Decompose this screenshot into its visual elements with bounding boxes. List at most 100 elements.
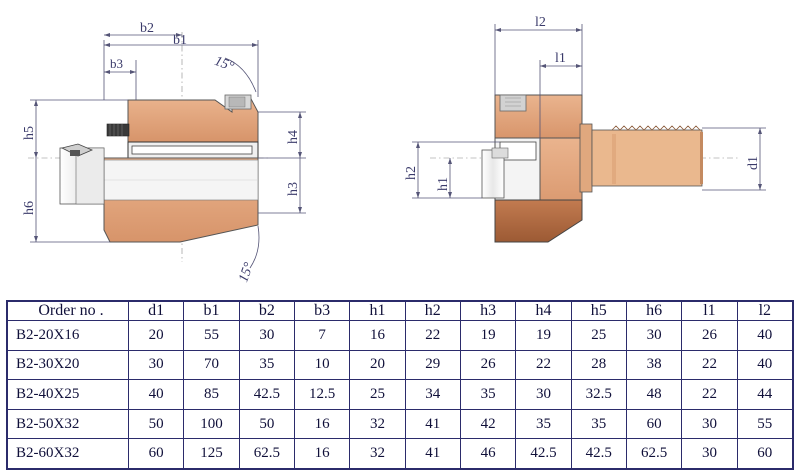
table-cell: 100 [183,408,240,440]
label-h1: h1 [436,177,451,191]
table-cell: 20 [127,320,185,351]
table-cell: 7 [293,320,351,351]
table-cell: 29 [404,349,461,381]
table-cell: 22 [404,320,461,351]
table-cell: 30 [681,438,738,469]
table-cell: 19 [459,320,517,351]
table-cell: 35 [238,349,295,381]
table-cell: 26 [681,320,738,351]
front-view: b1 b2 b3 15° 15° h5 h6 h4 [22,21,306,284]
column-header: h4 [515,301,572,321]
table-cell: 50 [238,408,295,440]
column-header: d1 [127,301,185,321]
table-cell: 30 [238,320,295,351]
table-cell: 85 [183,379,240,410]
threaded-shank [591,125,703,187]
table-cell: 25 [349,379,406,410]
table-cell: 62.5 [238,438,295,469]
order-number-cell: B2-20X16 [7,320,129,351]
table-cell: 48 [625,379,683,410]
label-l1: l1 [555,51,566,66]
table-cell: 35 [515,408,572,440]
table-cell: 35 [459,379,517,410]
table-cell: 70 [183,349,240,381]
table-cell: 46 [459,438,517,469]
table-cell: 19 [515,320,572,351]
label-angle-top: 15° [212,54,236,75]
column-header: b3 [293,301,351,321]
table-cell: 44 [736,379,794,410]
cutting-insert [59,143,105,205]
table-cell: 26 [459,349,517,381]
flange [579,123,593,193]
technical-drawing: b1 b2 b3 15° 15° h5 h6 h4 [22,15,766,284]
order-number-cell: B2-50X32 [7,408,129,440]
table-cell: 40 [736,349,794,381]
column-header: l1 [681,301,738,321]
table-cell: 30 [127,349,185,381]
column-header: l2 [736,301,794,321]
column-header: h5 [570,301,627,321]
label-h2: h2 [404,166,419,180]
label-h4: h4 [286,130,301,144]
table-cell: 42.5 [570,438,627,469]
table-cell: 20 [349,349,406,381]
table-cell: 55 [736,408,794,440]
table-cell: 16 [293,408,351,440]
label-h6: h6 [22,201,37,215]
table-cell: 55 [183,320,240,351]
table-cell: 30 [515,379,572,410]
column-header: h2 [404,301,461,321]
column-header: Order no . [7,301,129,321]
table-cell: 22 [515,349,572,381]
side-view: l2 l1 h2 h1 d1 [404,15,766,243]
order-number-cell: B2-60X32 [7,438,129,469]
column-header: b2 [238,301,295,321]
label-h5: h5 [22,126,37,140]
table-cell: 42.5 [238,379,295,410]
table-cell: 16 [349,320,406,351]
table-cell: 42 [459,408,517,440]
table-cell: 32.5 [570,379,627,410]
side-body-lower [494,199,583,243]
table-cell: 40 [127,379,185,410]
table-cell: 32 [349,408,406,440]
label-b2: b2 [140,21,154,36]
table-cell: 22 [681,379,738,410]
table-cell: 16 [293,438,351,469]
order-number-cell: B2-30X20 [7,349,129,381]
label-b3: b3 [110,56,123,71]
table-cell: 32 [349,438,406,469]
table-cell: 30 [625,320,683,351]
column-header: b1 [183,301,240,321]
order-number-cell: B2-40X25 [7,379,129,410]
table-cell: 28 [570,349,627,381]
label-l2: l2 [535,15,546,30]
label-angle-bottom: 15° [236,260,257,284]
table-cell: 38 [625,349,683,381]
table-cell: 50 [127,408,185,440]
table-cell: 30 [681,408,738,440]
column-header: h1 [349,301,406,321]
label-h3: h3 [286,182,301,196]
side-screw [106,123,130,137]
column-header: h3 [459,301,517,321]
table-cell: 42.5 [515,438,572,469]
table-cell: 41 [404,408,461,440]
clamp-screw-side [499,94,527,112]
table-cell: 10 [293,349,351,381]
table-cell: 62.5 [625,438,683,469]
column-header: h6 [625,301,683,321]
table-cell: 34 [404,379,461,410]
table-cell: 60 [625,408,683,440]
table-cell: 60 [736,438,794,469]
table-cell: 60 [127,438,185,469]
